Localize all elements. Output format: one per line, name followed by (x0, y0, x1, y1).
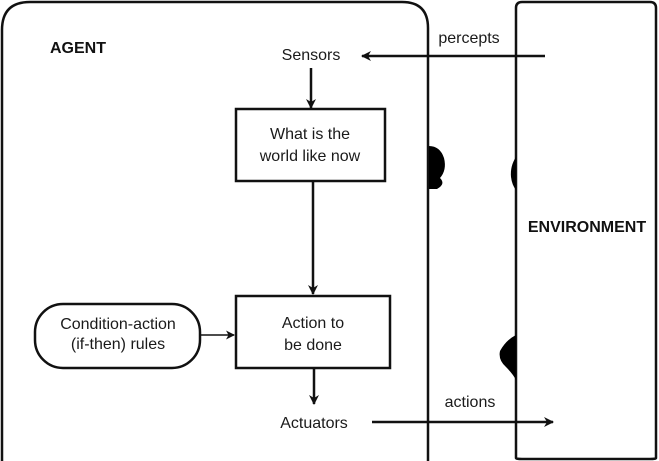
percepts-label: percepts (438, 30, 499, 47)
rules-box-line2: (if-then) rules (71, 336, 165, 353)
rules-box (33, 302, 202, 370)
boundary-blob-left (429, 146, 445, 189)
action-box-line1: Action to (282, 315, 344, 332)
actions-label: actions (445, 394, 496, 411)
environment-frame (514, 0, 658, 461)
environment-title: ENVIRONMENT (528, 219, 646, 236)
rules-box-line1: Condition-action (60, 316, 176, 333)
agent-frame (0, 0, 430, 461)
boundary-blob-lower-right (499, 335, 516, 380)
action-box (234, 294, 392, 370)
actuators-label: Actuators (280, 415, 348, 432)
state-box-line1: What is the (270, 126, 350, 143)
state-box (234, 107, 387, 183)
sensors-label: Sensors (282, 47, 341, 64)
agent-title: AGENT (50, 40, 106, 57)
boundary-blob-upper-right (510, 157, 516, 190)
state-box-line2: world like now (259, 148, 361, 165)
action-box-line2: be done (284, 337, 342, 354)
